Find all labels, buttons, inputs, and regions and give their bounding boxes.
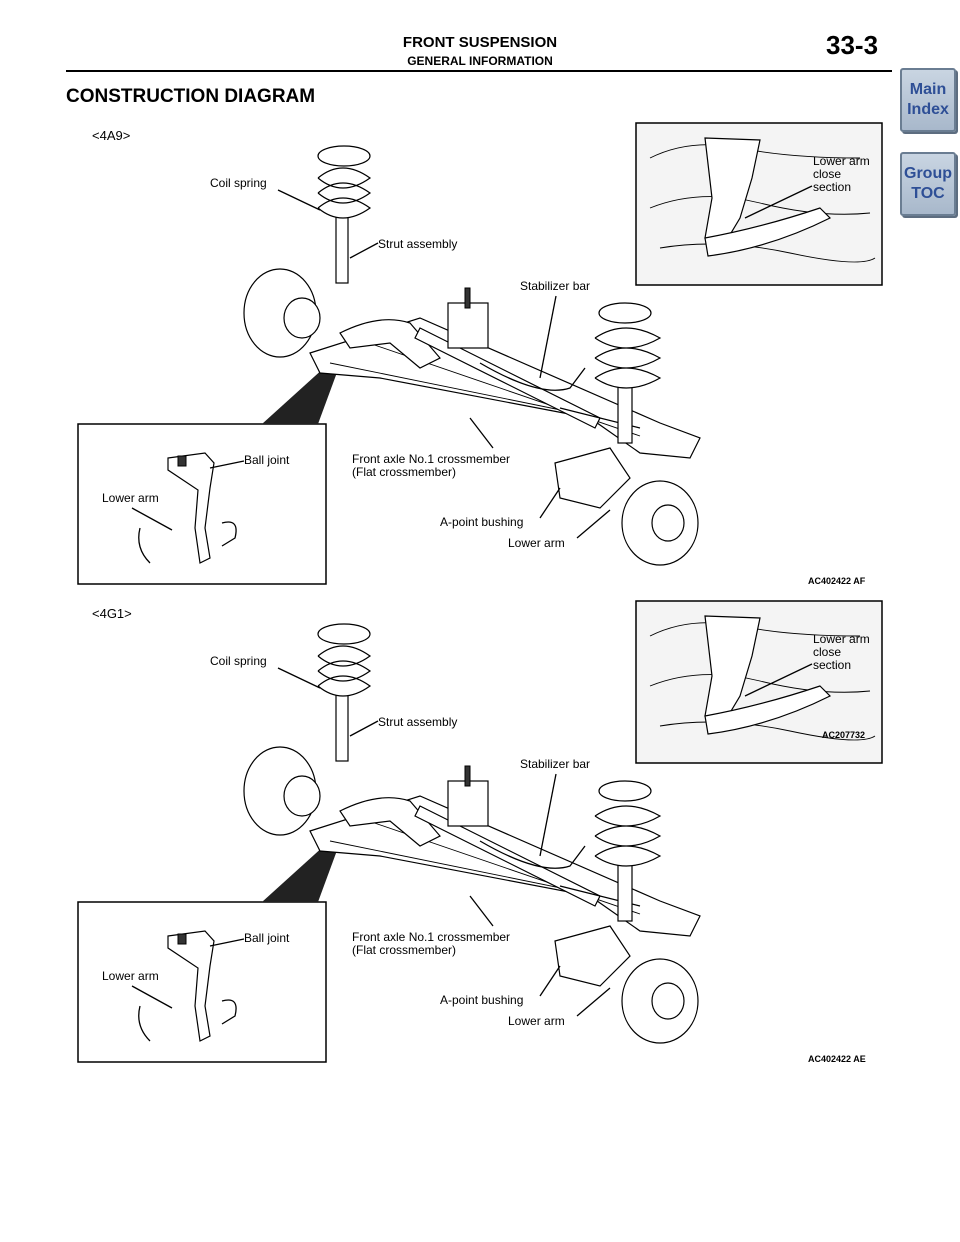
main-index-button[interactable]: Main Index	[900, 68, 956, 132]
section-title: FRONT SUSPENSION	[402, 34, 558, 51]
crossmember-label-line1: Front axle No.1 crossmember	[352, 452, 511, 466]
inset-ball-joint-label: Ball joint	[244, 931, 290, 945]
close-section-label-line1: Lower arm	[813, 154, 870, 168]
a-point-bushing-label: A-point bushing	[440, 515, 524, 529]
suspension-illustration	[77, 600, 883, 1063]
close-section-label-line3: section	[813, 658, 852, 672]
crossmember-label-line2: (Flat crossmember)	[352, 943, 457, 957]
coil-spring-label: Coil spring	[210, 654, 267, 668]
suspension-illustration	[77, 122, 883, 585]
strut-assembly-label: Strut assembly	[378, 237, 458, 251]
variant-label: <4G1>	[92, 606, 132, 621]
page-number: 33-3	[826, 30, 879, 60]
inset-ball-joint-label: Ball joint	[244, 453, 290, 467]
group-toc-label: Group TOC	[904, 165, 952, 202]
crossmember-label-line2: (Flat crossmember)	[352, 465, 457, 479]
inset-lower-arm-label: Lower arm	[102, 969, 159, 983]
inset-lower-arm-label: Lower arm	[102, 491, 159, 505]
strut-assembly-label: Strut assembly	[378, 715, 458, 729]
close-section-label-line3: section	[813, 180, 852, 194]
coil-spring-label: Coil spring	[210, 176, 267, 190]
subsection-title: GENERAL INFORMATION	[407, 54, 553, 68]
diagram-4g1: <4G1> Coil spring Strut assembly Stabili…	[0, 596, 960, 1066]
lower-arm-label: Lower arm	[508, 1014, 565, 1028]
figure-code: AC402422 AE	[808, 1054, 866, 1064]
page-heading: CONSTRUCTION DIAGRAM	[66, 86, 316, 107]
inset-figure-code: AC207732	[822, 730, 866, 740]
crossmember-label-line1: Front axle No.1 crossmember	[352, 930, 511, 944]
close-section-label-line2: close	[813, 645, 842, 659]
diagram-4a9: <4A9> Coil spring Strut assembly Stabili…	[0, 118, 960, 588]
group-toc-button[interactable]: Group TOC	[900, 152, 956, 216]
variant-label: <4A9>	[92, 128, 131, 143]
close-section-label-line2: close	[813, 167, 842, 181]
main-index-label: Main Index	[907, 81, 949, 118]
stabilizer-bar-label: Stabilizer bar	[520, 279, 591, 293]
lower-arm-label: Lower arm	[508, 536, 565, 550]
close-section-label-line1: Lower arm	[813, 632, 870, 646]
figure-code: AC402422 AF	[808, 576, 866, 586]
header-rule	[66, 70, 892, 72]
a-point-bushing-label: A-point bushing	[440, 993, 524, 1007]
stabilizer-bar-label: Stabilizer bar	[520, 757, 591, 771]
